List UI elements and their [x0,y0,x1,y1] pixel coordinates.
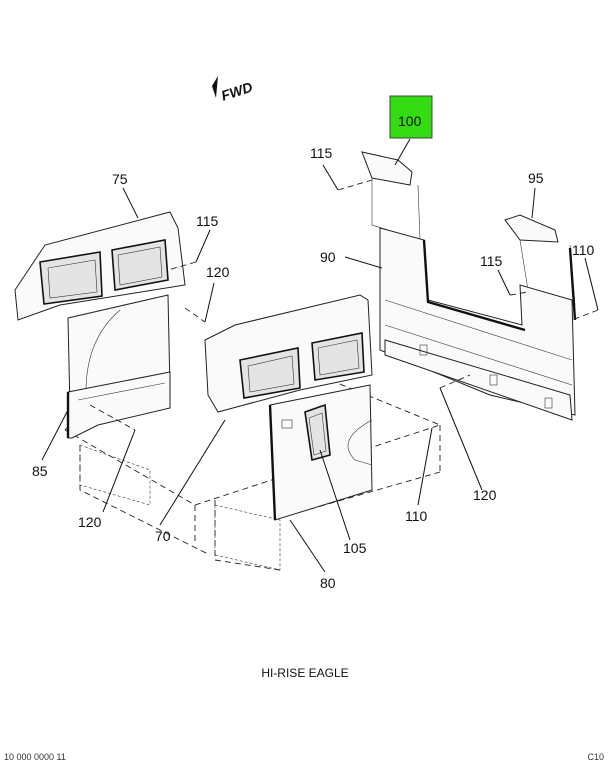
part-90-rear-wall[interactable] [379,227,577,421]
callout-95: 95 [528,170,544,186]
callout-105: 105 [343,540,367,556]
callout-100-highlight[interactable] [389,95,433,139]
callout-80: 80 [320,575,336,591]
callout-75: 75 [112,171,128,187]
leader-lines [41,138,599,573]
footer-page-code: C10 [587,752,604,762]
footer-reference: 10 000 0000 11 [4,752,66,762]
forward-arrow-icon [212,76,218,98]
part-105-door-opening[interactable] [304,403,331,462]
part-75-left-upper-panel[interactable] [14,211,186,321]
callout-110-bottom: 110 [405,508,428,524]
callout-90: 90 [320,249,336,265]
callout-85: 85 [32,463,48,479]
part-85-left-lower-panel[interactable] [66,294,171,439]
callout-120-left: 120 [78,514,102,530]
callout-110-right: 110 [572,242,595,258]
callout-115-right: 115 [480,253,503,269]
callout-70: 70 [155,528,171,544]
callout-100: 100 [398,113,422,129]
callout-120-right: 120 [473,487,497,503]
callout-120-upper: 120 [206,264,230,280]
lower-frame [79,444,281,571]
diagram-caption: HI-RISE EAGLE [261,666,349,680]
callout-115-left: 115 [196,213,219,229]
fwd-label: FWD [219,79,254,104]
callout-115-top: 115 [310,145,333,161]
part-100-top-cap[interactable] [361,151,421,241]
part-70-centre-upper-panel[interactable] [204,294,373,413]
